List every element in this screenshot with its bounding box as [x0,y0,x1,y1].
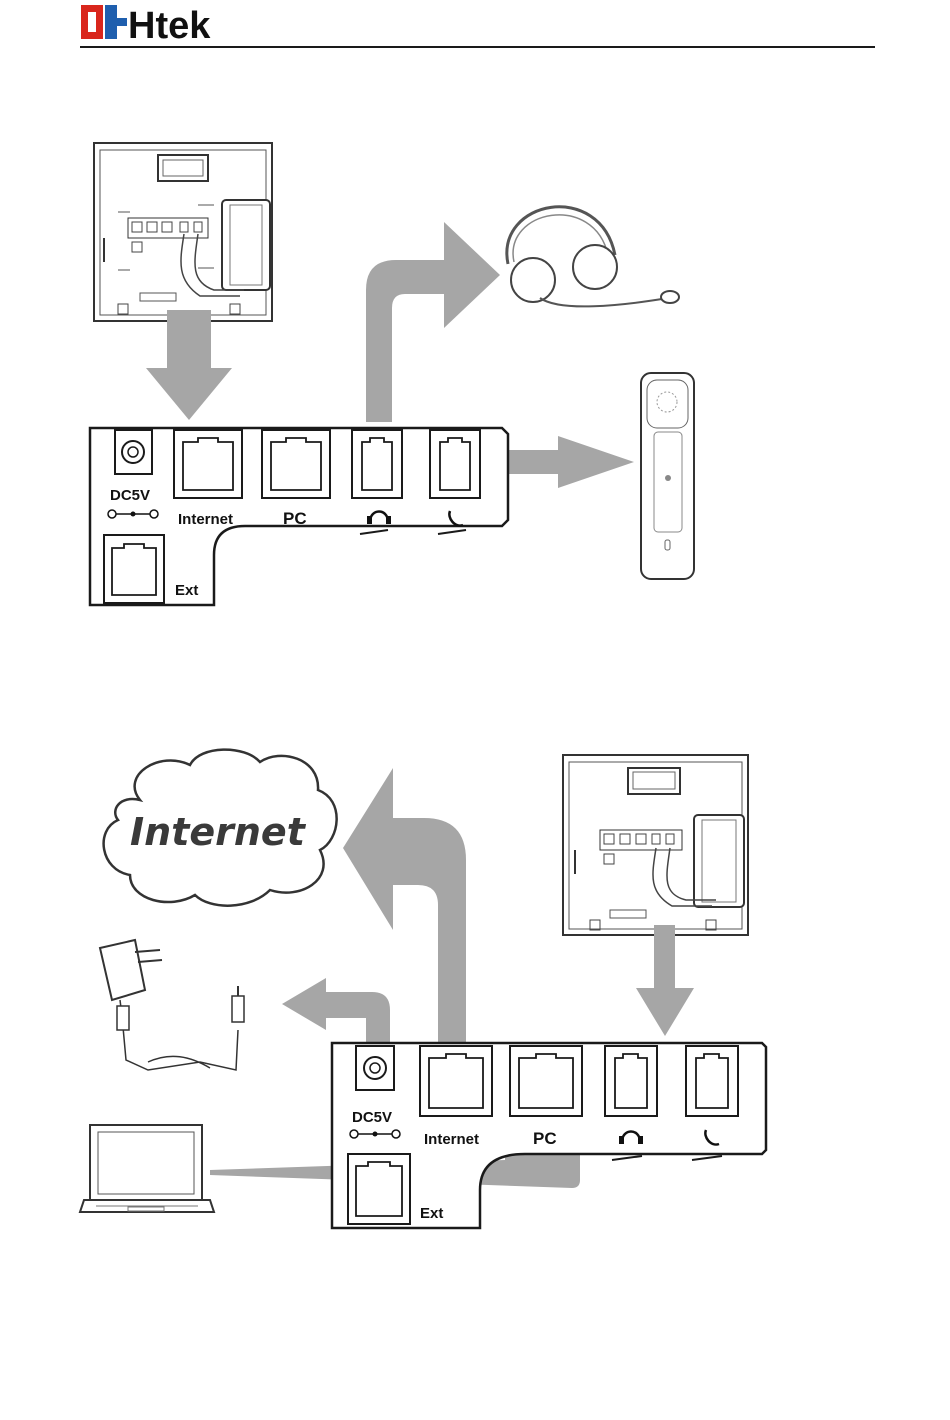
label-dc5v-bottom: DC5V [352,1109,392,1126]
label-dc5v: DC5V [110,487,150,504]
dc-jack [115,430,152,474]
label-pc: PC [283,509,307,528]
port-panel-bottom: DC5V Internet PC Ext [332,1043,766,1228]
handset-port-bottom [686,1046,738,1116]
arrow-down-top [146,310,232,420]
cloud-label: Internet [130,810,307,854]
internet-port-bottom [420,1046,492,1116]
pc-port-bottom [510,1046,582,1116]
label-internet: Internet [178,511,233,528]
headset-port-bottom [605,1046,657,1116]
laptop-icon [80,1125,214,1212]
headset-port [352,430,402,498]
label-ext-bottom: Ext [420,1205,443,1222]
label-ext: Ext [175,582,198,599]
ext-port-bottom [348,1154,410,1224]
pc-port [262,430,330,498]
ext-port [104,535,164,603]
label-pc-bottom: PC [533,1129,557,1148]
power-adapter-icon [100,940,244,1070]
headset-icon [507,207,679,307]
arrow-down-bottom [636,925,694,1036]
arrow-headset [366,222,500,422]
phone-back-illustration-bottom [563,755,748,935]
label-internet-bottom: Internet [424,1131,479,1148]
dc-jack-bottom [356,1046,394,1090]
arrow-power [282,978,390,1046]
handset-port [430,430,480,498]
internet-port [174,430,242,498]
port-panel-top: DC5V Internet PC Ext [90,428,508,605]
internet-cloud-icon: Internet [104,750,337,906]
handset-icon [641,373,694,579]
phone-back-illustration [94,143,272,321]
